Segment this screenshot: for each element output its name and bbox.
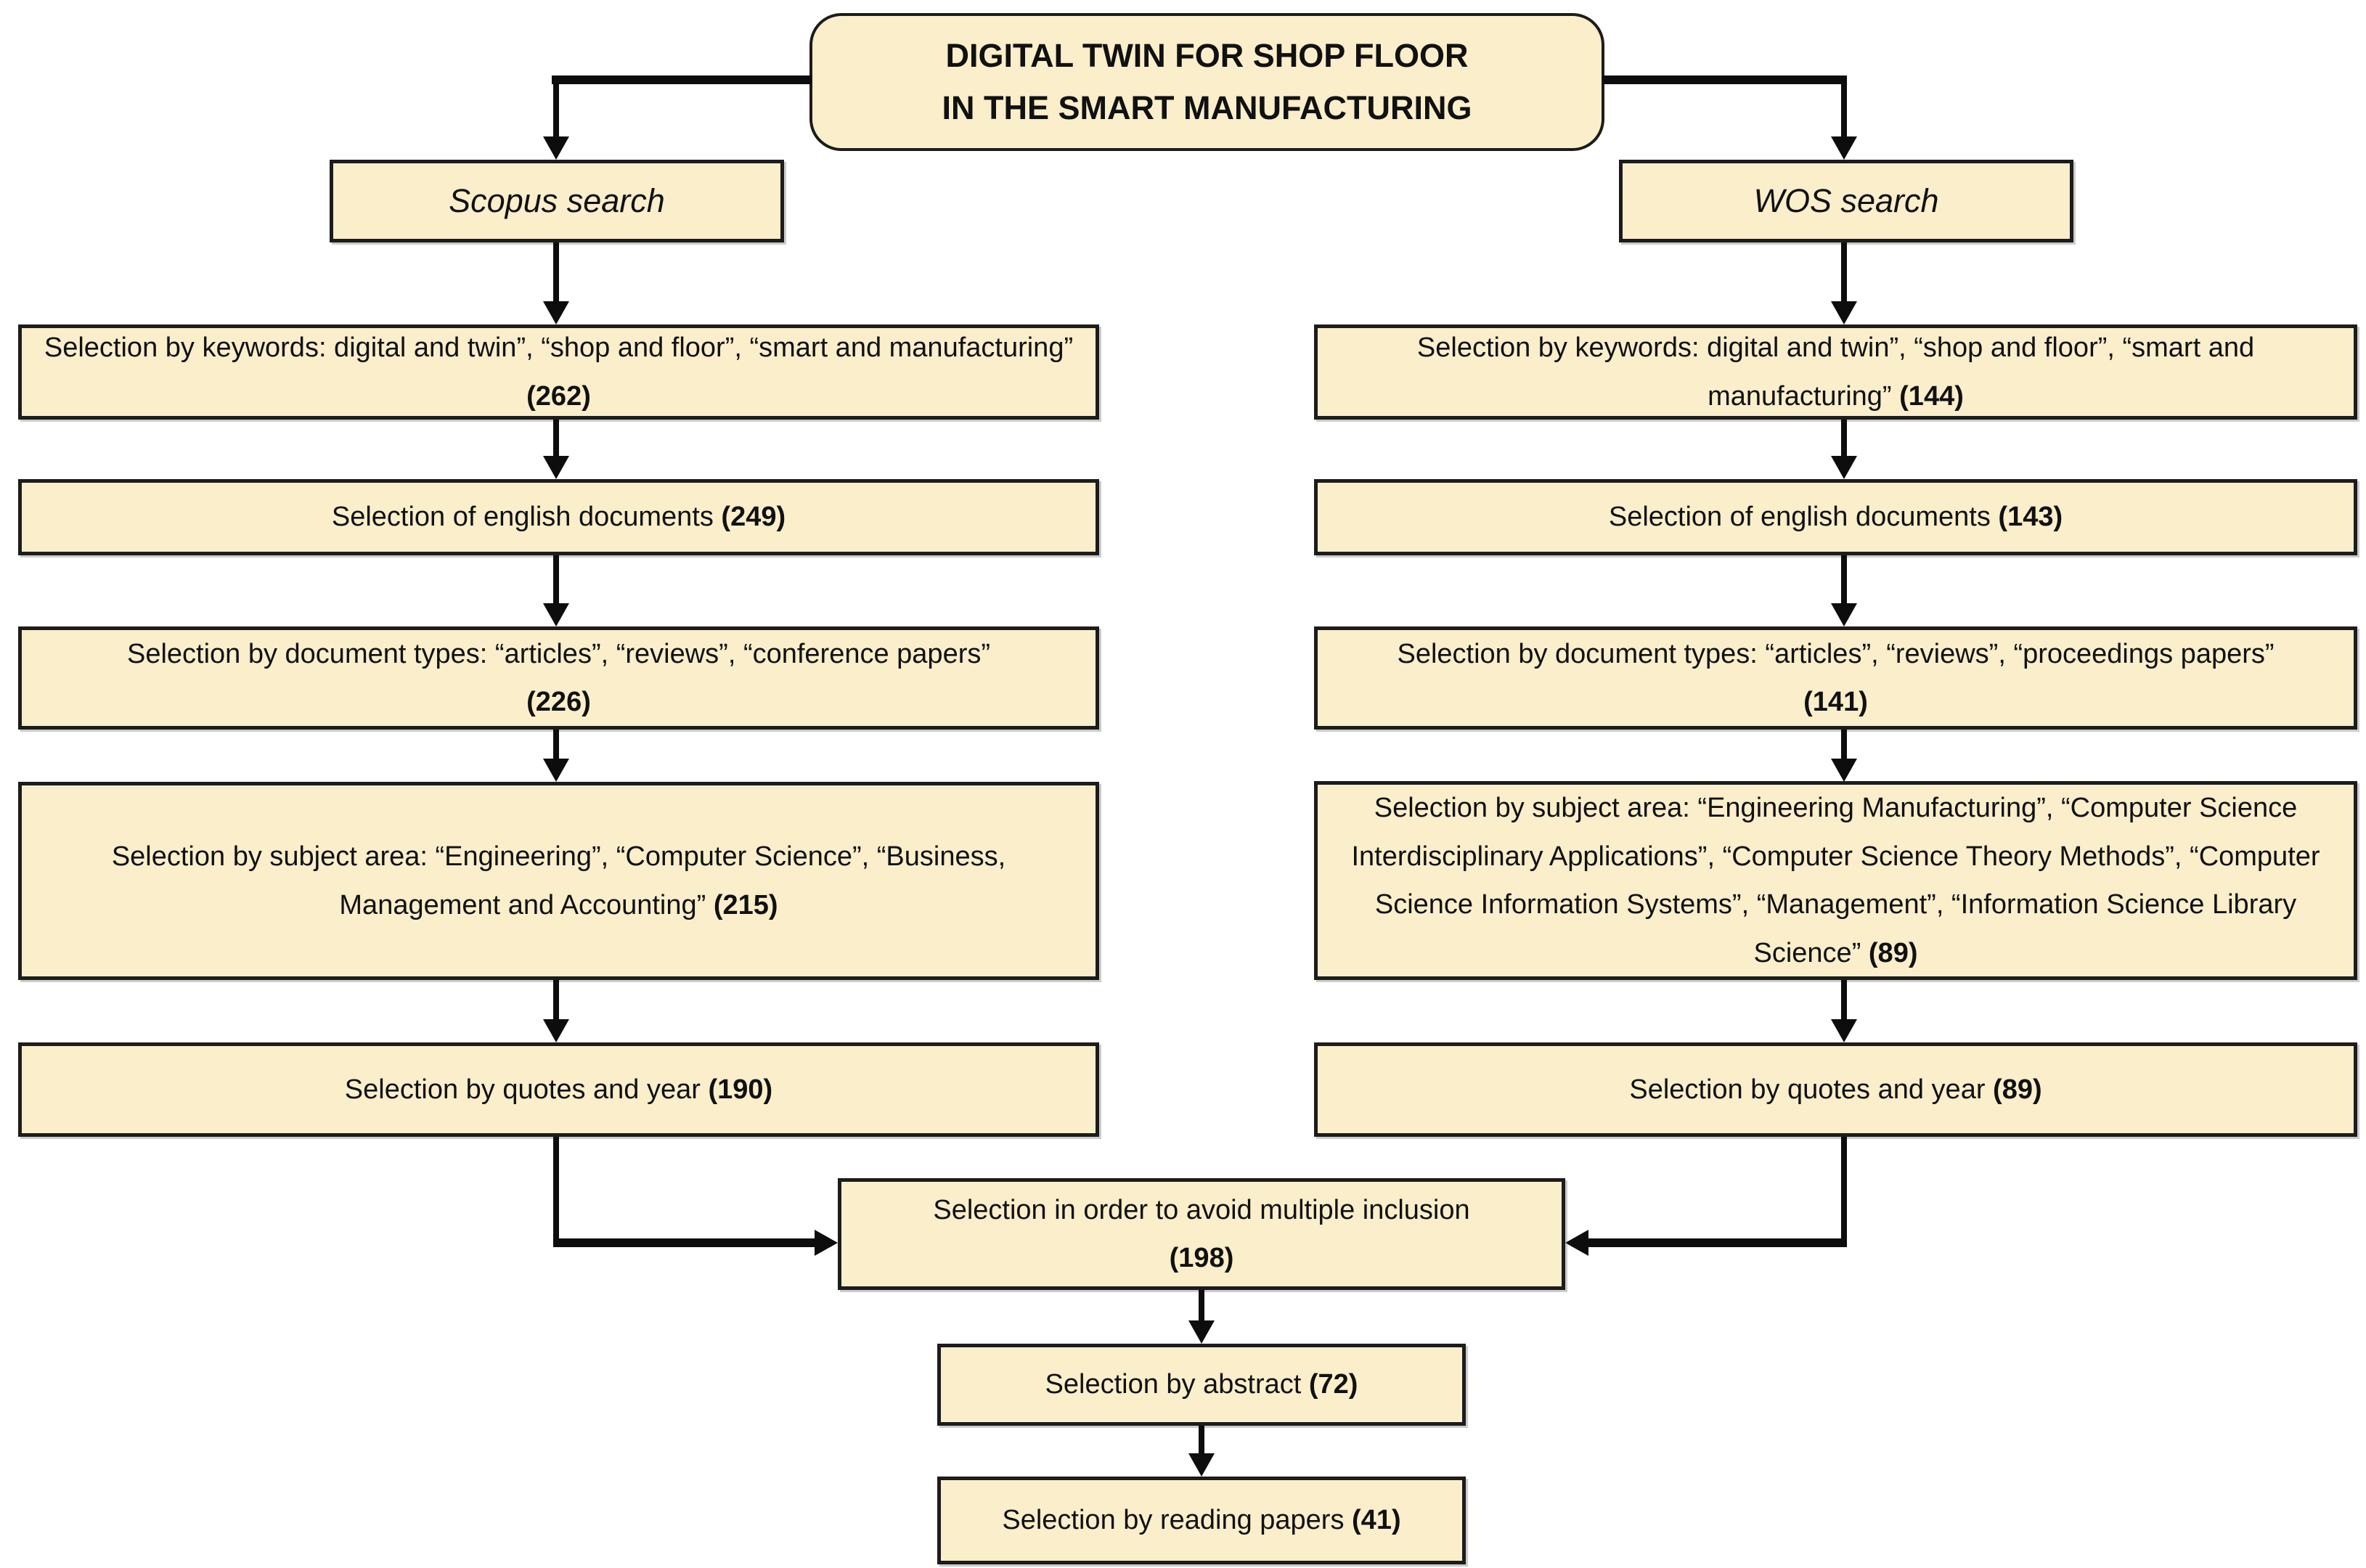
merge-step-reading-box: Selection by reading papers (41) <box>937 1477 1466 1564</box>
scopus-step-keywords-count: (262) <box>526 380 591 412</box>
scopus-step-doctypes-count: (226) <box>526 687 591 717</box>
scopus-step-english-text: Selection of english documents <box>331 502 714 533</box>
wos-step-doctypes-box: Selection by document types: “articles”,… <box>1314 626 2357 730</box>
connector-title-to-wos-vertical <box>1841 75 1847 138</box>
wos-step-keywords-count: (144) <box>1899 380 1964 412</box>
arrow-scopus-doctypes-to-subject-head <box>543 759 569 782</box>
wos-step-doctypes-text: Selection by document types: “articles”,… <box>1397 638 2275 669</box>
arrow-scopus-to-keywords-shaft <box>553 242 559 301</box>
wos-step-english-count: (143) <box>1998 502 2063 533</box>
arrow-scopus-english-to-doctypes-head <box>543 603 569 626</box>
arrow-merge-to-abstract-shaft <box>1199 1290 1204 1320</box>
merge-step-reading-count: (41) <box>1352 1505 1401 1536</box>
arrowhead-title-to-scopus <box>543 136 569 160</box>
arrow-wos-doctypes-to-subject-head <box>1831 759 1857 782</box>
merge-step-abstract-box: Selection by abstract (72) <box>937 1344 1466 1426</box>
arrowhead-title-to-wos <box>1831 136 1857 160</box>
wos-step-subject-box: Selection by subject area: “Engineering … <box>1314 781 2357 980</box>
wos-step-quotes-box: Selection by quotes and year (89) <box>1314 1042 2357 1137</box>
connector-wos-to-merge-horizontal <box>1588 1238 1847 1247</box>
wos-header-box: WOS search <box>1619 160 2073 242</box>
merge-step-inclusion-text: Selection in order to avoid multiple inc… <box>933 1194 1470 1225</box>
arrow-wos-keywords-to-english-head <box>1831 456 1857 479</box>
wos-header-label: WOS search <box>1753 181 1939 219</box>
merge-step-inclusion-box: Selection in order to avoid multiple inc… <box>838 1178 1565 1290</box>
wos-step-english-text: Selection of english documents <box>1608 502 1991 533</box>
scopus-step-quotes-count: (190) <box>708 1074 773 1105</box>
wos-step-quotes-count: (89) <box>1993 1074 2042 1105</box>
arrow-abstract-to-reading-head <box>1188 1453 1215 1477</box>
scopus-step-subject-text: Selection by subject area: “Engineering”… <box>111 841 1006 920</box>
merge-step-inclusion-count: (198) <box>1169 1243 1234 1273</box>
arrow-wos-subject-to-quotes-head <box>1831 1019 1857 1042</box>
wos-step-subject-text: Selection by subject area: “Engineering … <box>1351 793 2320 968</box>
scopus-step-keywords-text: Selection by keywords: digital and twin”… <box>44 332 1074 363</box>
arrow-scopus-subject-to-quotes-head <box>543 1019 569 1042</box>
connector-title-to-scopus-horizontal <box>552 75 812 84</box>
scopus-step-subject-box: Selection by subject area: “Engineering”… <box>18 782 1099 980</box>
arrow-scopus-doctypes-to-subject-shaft <box>553 730 559 759</box>
wos-step-english-box: Selection of english documents (143) <box>1314 479 2357 555</box>
arrow-wos-to-keywords-shaft <box>1841 242 1847 301</box>
arrow-wos-to-keywords-head <box>1831 301 1857 324</box>
scopus-step-english-count: (249) <box>721 502 786 533</box>
scopus-step-keywords-box: Selection by keywords: digital and twin”… <box>18 324 1099 420</box>
wos-step-quotes-text: Selection by quotes and year <box>1629 1074 1986 1105</box>
wos-step-subject-count: (89) <box>1868 937 1918 968</box>
arrow-scopus-keywords-to-english-head <box>543 456 569 479</box>
scopus-step-doctypes-box: Selection by document types: “articles”,… <box>18 626 1099 730</box>
arrow-scopus-subject-to-quotes-shaft <box>553 980 559 1019</box>
arrow-wos-keywords-to-english-shaft <box>1841 420 1847 456</box>
arrow-wos-english-to-doctypes-head <box>1831 603 1857 626</box>
scopus-step-subject-count: (215) <box>713 889 778 920</box>
scopus-step-doctypes-text: Selection by document types: “articles”,… <box>126 638 991 669</box>
merge-step-reading-text: Selection by reading papers <box>1002 1505 1345 1536</box>
arrowhead-wos-to-merge <box>1565 1230 1588 1256</box>
arrow-wos-english-to-doctypes-shaft <box>1841 555 1847 603</box>
arrow-wos-subject-to-quotes-shaft <box>1841 980 1847 1019</box>
scopus-step-quotes-box: Selection by quotes and year (190) <box>18 1042 1099 1137</box>
arrow-wos-doctypes-to-subject-shaft <box>1841 730 1847 759</box>
arrow-scopus-keywords-to-english-shaft <box>553 420 559 456</box>
arrowhead-scopus-to-merge <box>815 1230 838 1256</box>
wos-step-doctypes-count: (141) <box>1803 687 1868 717</box>
arrow-merge-to-abstract-head <box>1188 1320 1215 1344</box>
wos-step-keywords-box: Selection by keywords: digital and twin”… <box>1314 324 2357 420</box>
connector-scopus-to-merge-horizontal <box>553 1238 815 1247</box>
merge-step-abstract-count: (72) <box>1308 1369 1358 1400</box>
wos-step-keywords-text: Selection by keywords: digital and twin”… <box>1416 332 2255 412</box>
scopus-step-quotes-text: Selection by quotes and year <box>344 1074 701 1105</box>
arrow-scopus-to-keywords-head <box>543 301 569 324</box>
scopus-step-english-box: Selection of english documents (249) <box>18 479 1099 555</box>
arrow-scopus-english-to-doctypes-shaft <box>553 555 559 603</box>
title-line-1: DIGITAL TWIN FOR SHOP FLOOR <box>945 37 1469 74</box>
connector-wos-to-merge-vertical <box>1841 1137 1847 1247</box>
scopus-header-label: Scopus search <box>449 181 665 219</box>
connector-scopus-to-merge-vertical <box>553 1137 559 1247</box>
merge-step-abstract-text: Selection by abstract <box>1045 1369 1302 1400</box>
connector-title-to-scopus-vertical <box>553 75 559 138</box>
connector-title-to-wos-horizontal <box>1602 75 1847 84</box>
title-line-2: IN THE SMART MANUFACTURING <box>942 89 1472 126</box>
arrow-abstract-to-reading-shaft <box>1199 1426 1204 1453</box>
title-box: DIGITAL TWIN FOR SHOP FLOOR IN THE SMART… <box>809 13 1604 151</box>
scopus-header-box: Scopus search <box>330 160 784 242</box>
